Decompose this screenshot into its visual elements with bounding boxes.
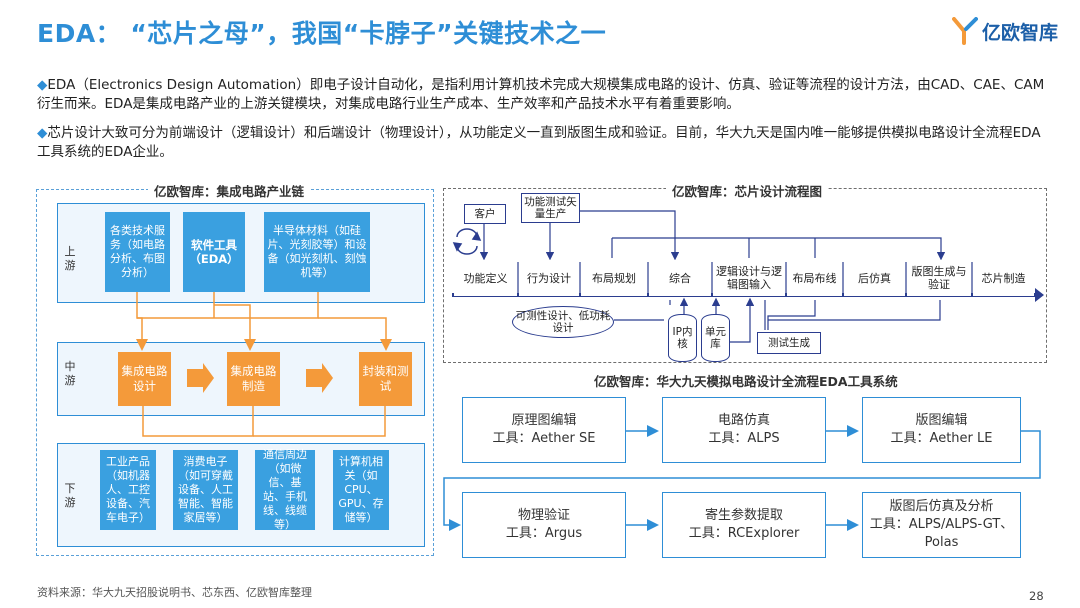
page-number: 28 xyxy=(1029,589,1044,603)
customer-box: 客户 xyxy=(464,204,506,224)
bullet-icon: ◆ xyxy=(37,77,48,93)
tool-product: 工具：Aether SE xyxy=(492,431,596,446)
source-note: 资料来源：华大九天招股说明书、芯东西、亿欧智库整理 xyxy=(37,586,312,599)
downstream-industrial: 工业产品（如机器人、工控设备、汽车电子） xyxy=(100,450,156,530)
tool-name: 版图后仿真及分析 xyxy=(889,499,994,514)
upstream-materials-equipment: 半导体材料（如硅片、光刻胶等）和设备（如光刻机、刻蚀机等） xyxy=(264,212,370,292)
testability-box: 可测性设计、低功耗设计 xyxy=(512,306,614,338)
intro-paragraph-2: ◆芯片设计大致可分为前端设计（逻辑设计）和后端设计（物理设计），从功能定义一直到… xyxy=(37,124,1052,162)
tool-name: 寄生参数提取 xyxy=(704,508,783,523)
upstream-label: 上游 xyxy=(64,245,76,272)
tool-product: 工具：ALPS/ALPS-GT、Polas xyxy=(869,517,1014,550)
page-title: EDA： “芯片之母”，我国“卡脖子”关键技术之一 xyxy=(37,19,607,48)
tool-physical-verification: 物理验证 工具：Argus xyxy=(462,492,626,558)
tool-product: 工具：Aether LE xyxy=(890,431,993,446)
tool-product: 工具：Argus xyxy=(505,526,583,541)
loop-icon xyxy=(452,228,482,255)
tool-name: 物理验证 xyxy=(517,508,570,523)
flow-step-1: 功能定义 xyxy=(454,260,517,296)
downstream-communications: 通信周边（如微信、基站、手机线、线缆等） xyxy=(255,448,315,531)
tool-parasitic-extraction: 寄生参数提取 工具：RCExplorer xyxy=(662,492,826,558)
tool-post-layout-simulation: 版图后仿真及分析 工具：ALPS/ALPS-GT、Polas xyxy=(862,492,1021,558)
intro-paragraph-1: ◆EDA（Electronics Design Automation）即电子设计… xyxy=(37,76,1052,114)
chip-flow-title: 亿欧智库：芯片设计流程图 xyxy=(666,181,829,200)
midstream-packaging-testing: 封装和测试 xyxy=(359,352,412,406)
logo-icon xyxy=(951,17,978,45)
flow-step-8: 版图生成与验证 xyxy=(907,260,971,296)
intro-text-1: EDA（Electronics Design Automation）即电子设计自… xyxy=(37,77,1045,112)
flow-step-5: 逻辑设计与逻辑图输入 xyxy=(713,260,785,296)
downstream-label: 下游 xyxy=(64,482,76,509)
downstream-consumer: 消费电子（如可穿戴设备、人工智能、智能家居等） xyxy=(173,450,238,530)
bullet-icon: ◆ xyxy=(37,125,48,141)
mid-arrow-1 xyxy=(187,363,214,393)
logo: 亿欧智库 xyxy=(951,16,1058,46)
midstream-ic-manufacturing: 集成电路制造 xyxy=(227,352,280,406)
upstream-eda-software: 软件工具（EDA） xyxy=(183,212,245,292)
midstream-ic-design: 集成电路设计 xyxy=(118,352,171,406)
logo-text: 亿欧智库 xyxy=(981,21,1058,44)
flow-step-3: 布局规划 xyxy=(581,260,647,296)
ip-core-lib: IP内核 xyxy=(668,314,697,362)
tool-name: 电路仿真 xyxy=(717,413,770,428)
downstream-computer: 计算机相关（如CPU、GPU、存储等） xyxy=(333,450,389,530)
midstream-label: 中游 xyxy=(64,360,76,387)
cell-lib: 单元库 xyxy=(701,314,730,362)
flow-step-4: 综合 xyxy=(649,260,711,296)
tool-schematic-editor: 原理图编辑 工具：Aether SE xyxy=(462,397,626,463)
tool-name: 原理图编辑 xyxy=(511,413,577,428)
func-test-box: 功能测试矢量生产 xyxy=(521,193,580,223)
upstream-tech-services: 各类技术服务（如电路分析、布图分析） xyxy=(105,212,170,292)
mid-arrow-2 xyxy=(306,363,333,393)
intro-text-2: 芯片设计大致可分为前端设计（逻辑设计）和后端设计（物理设计），从功能定义一直到版… xyxy=(37,125,1041,160)
test-gen-box: 测试生成 xyxy=(757,332,821,354)
flow-step-6: 布局布线 xyxy=(787,260,842,296)
tool-product: 工具：ALPS xyxy=(708,431,780,446)
flow-step-9: 芯片制造 xyxy=(973,260,1034,296)
industry-chain-title: 亿欧智库：集成电路产业链 xyxy=(148,181,311,200)
tool-layout-editor: 版图编辑 工具：Aether LE xyxy=(862,397,1021,463)
tool-name: 版图编辑 xyxy=(915,413,968,428)
flow-step-7: 后仿真 xyxy=(844,260,905,296)
tool-product: 工具：RCExplorer xyxy=(688,526,800,541)
flow-step-2: 行为设计 xyxy=(519,260,579,296)
tools-title: 亿欧智库：华大九天模拟电路设计全流程EDA工具系统 xyxy=(588,371,904,390)
tool-circuit-simulation: 电路仿真 工具：ALPS xyxy=(662,397,826,463)
